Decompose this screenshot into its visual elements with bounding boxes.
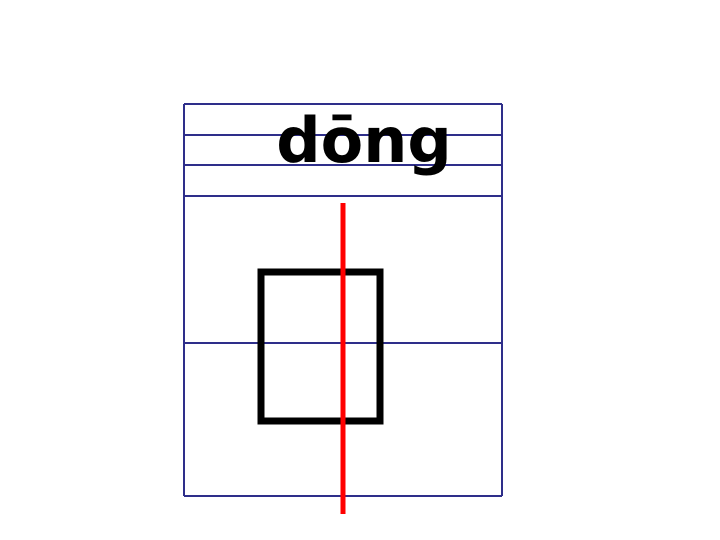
pinyin-label: dōng <box>276 104 452 177</box>
character-glyph-box <box>257 268 384 425</box>
